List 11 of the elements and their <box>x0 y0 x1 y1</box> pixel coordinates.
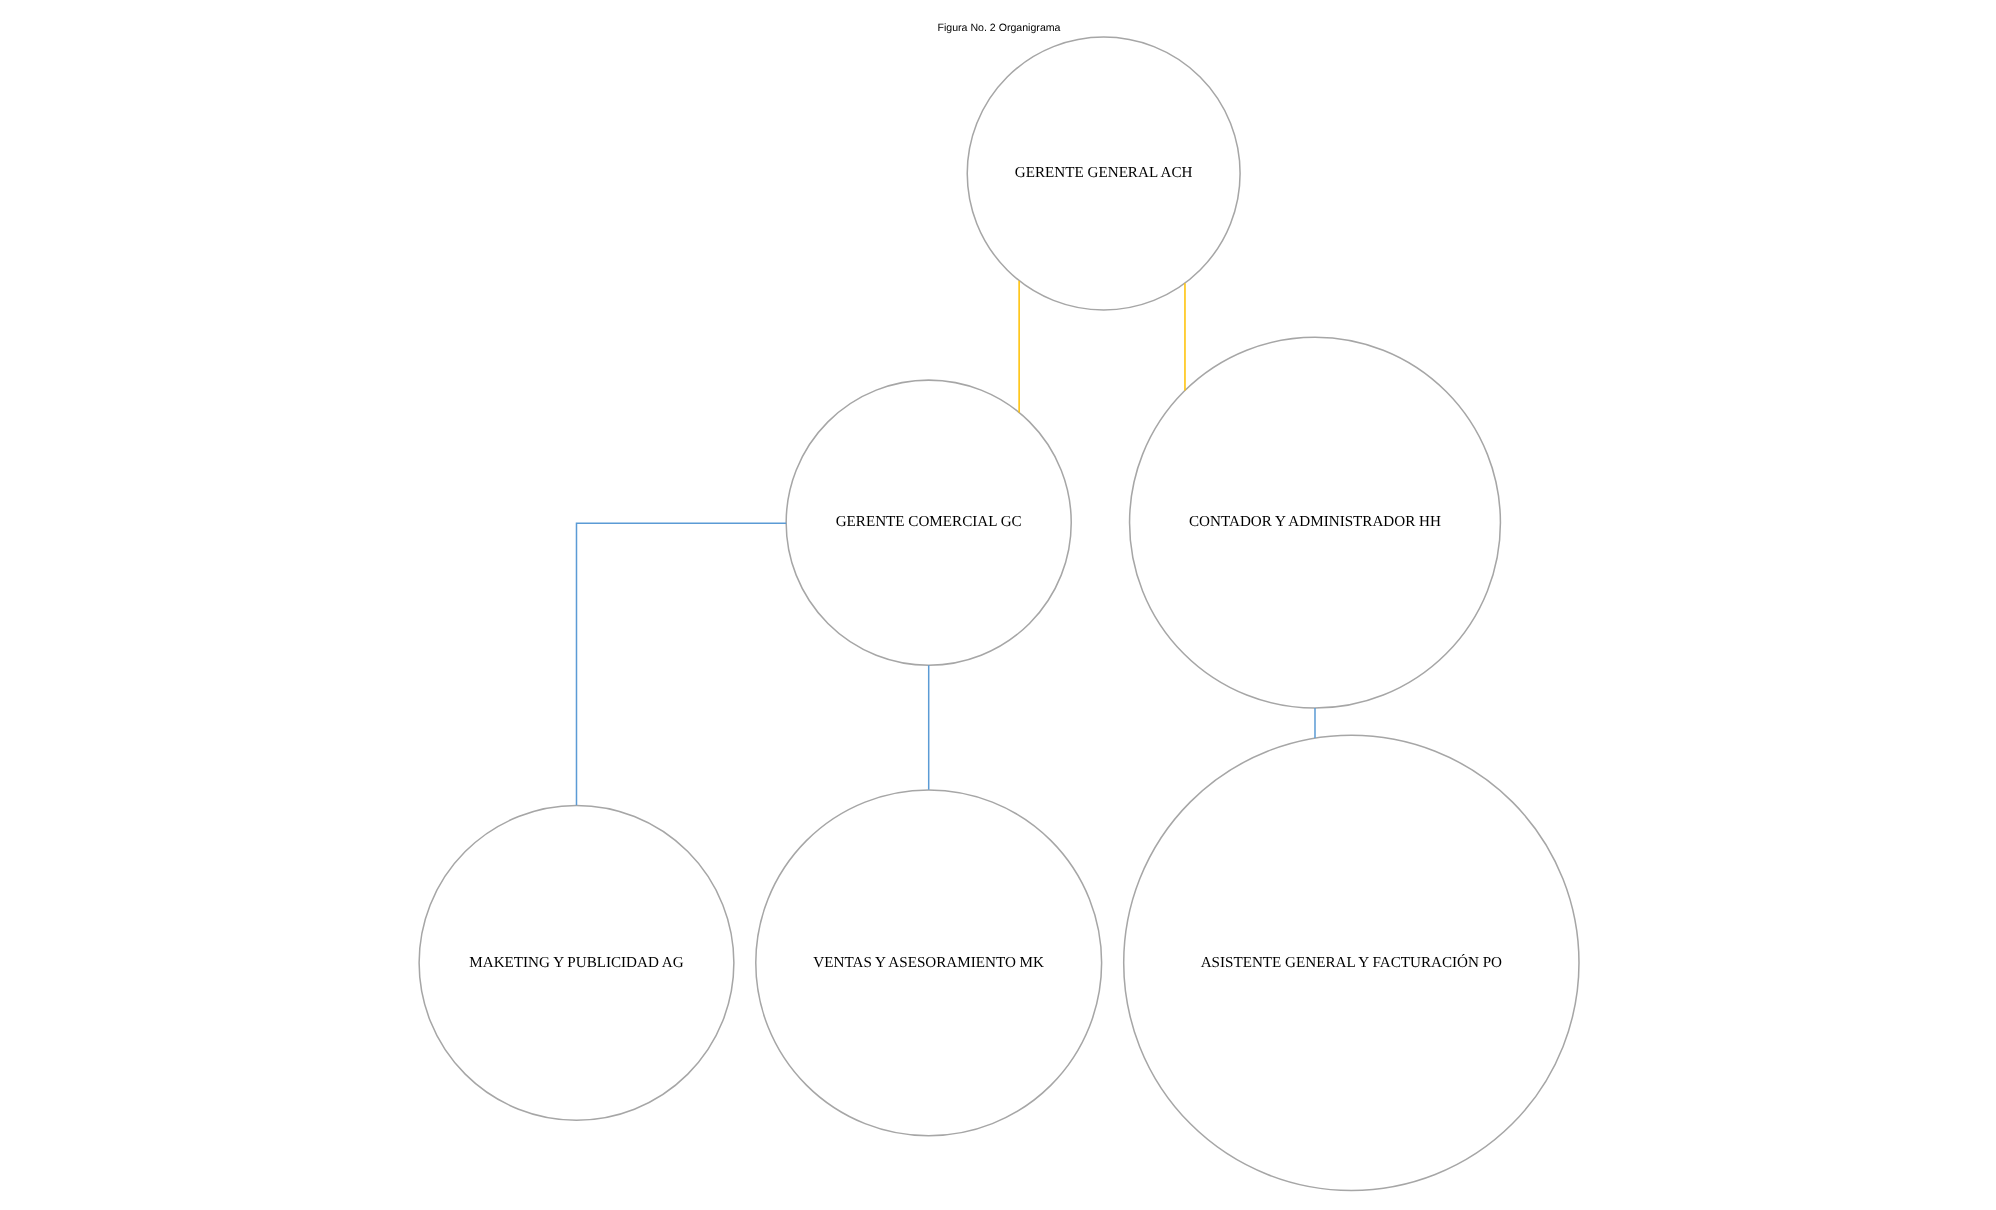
node-circle: GERENTE GENERAL ACH <box>965 36 1240 311</box>
node-circle: ASISTENTE GENERAL Y FACTURACIÓN PO <box>1121 734 1579 1192</box>
connector <box>1313 707 1315 739</box>
connector <box>1017 280 1019 414</box>
connector <box>926 664 929 791</box>
node-circle: MAKETING Y PUBLICIDAD AG <box>417 804 734 1121</box>
connector <box>1183 282 1185 392</box>
node-circle: VENTAS Y ASESORAMIENTO MK <box>754 789 1102 1137</box>
node-circle: GERENTE COMERCIAL GC <box>784 379 1071 666</box>
connector <box>574 522 786 807</box>
node-circle: CONTADOR Y ADMINISTRADOR HH <box>1127 336 1501 709</box>
